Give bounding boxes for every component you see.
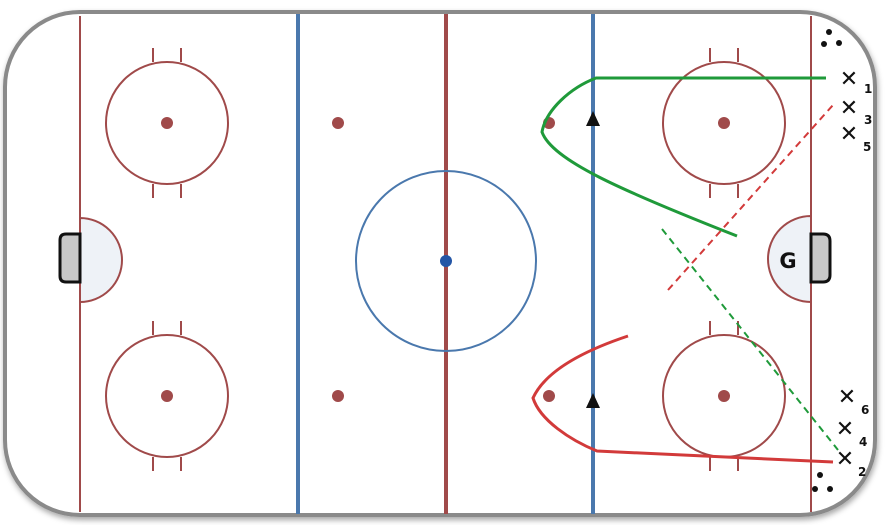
player-x-icon: ✕ — [836, 447, 854, 472]
right-top-faceoff-circle — [662, 48, 786, 198]
player-marker-6: ✕ 6 — [838, 385, 870, 417]
player-x-icon: ✕ — [840, 96, 858, 121]
goalie-label: G — [779, 249, 796, 273]
player-number: 3 — [864, 113, 872, 127]
green-skating-path — [540, 76, 826, 238]
up-arrow-bottom — [586, 393, 600, 408]
player-x-icon: ✕ — [840, 122, 858, 147]
left-bottom-faceoff-circle — [105, 321, 229, 471]
left-top-faceoff-dot — [161, 117, 173, 129]
player-marker-2: ✕ 2 — [836, 447, 867, 479]
puck-pile-top — [821, 29, 842, 47]
player-number: 2 — [858, 465, 866, 479]
center-faceoff-dot — [440, 255, 452, 267]
player-marker-3: ✕ 3 — [840, 96, 873, 127]
player-number: 1 — [864, 82, 872, 96]
right-goal-crease — [767, 214, 812, 304]
left-goal-net — [58, 232, 82, 284]
player-number: 5 — [863, 140, 871, 154]
left-top-faceoff-circle — [105, 48, 229, 198]
rink-boards — [3, 10, 877, 517]
player-x-icon: ✕ — [838, 385, 856, 410]
up-arrow-top — [586, 111, 600, 126]
neutral-dot-left-bottom — [332, 390, 344, 402]
player-x-icon: ✕ — [840, 67, 858, 92]
right-top-faceoff-dot — [718, 117, 730, 129]
right-goal-net — [809, 232, 832, 284]
player-number: 4 — [859, 435, 867, 449]
neutral-dot-right-bottom — [543, 390, 555, 402]
center-faceoff-circle — [355, 170, 537, 352]
puck-pile-bottom — [812, 472, 833, 492]
right-bottom-faceoff-dot — [718, 390, 730, 402]
left-bottom-faceoff-dot — [161, 390, 173, 402]
neutral-dot-left-top — [332, 117, 344, 129]
player-marker-1: ✕ 1 — [840, 67, 873, 96]
player-x-icon: ✕ — [836, 417, 854, 442]
left-goal-crease — [79, 216, 123, 304]
red-skating-path — [531, 334, 834, 464]
player-number: 6 — [861, 403, 869, 417]
red-pass-line — [667, 104, 834, 291]
player-marker-4: ✕ 4 — [836, 417, 868, 449]
player-marker-5: ✕ 5 — [840, 122, 872, 154]
